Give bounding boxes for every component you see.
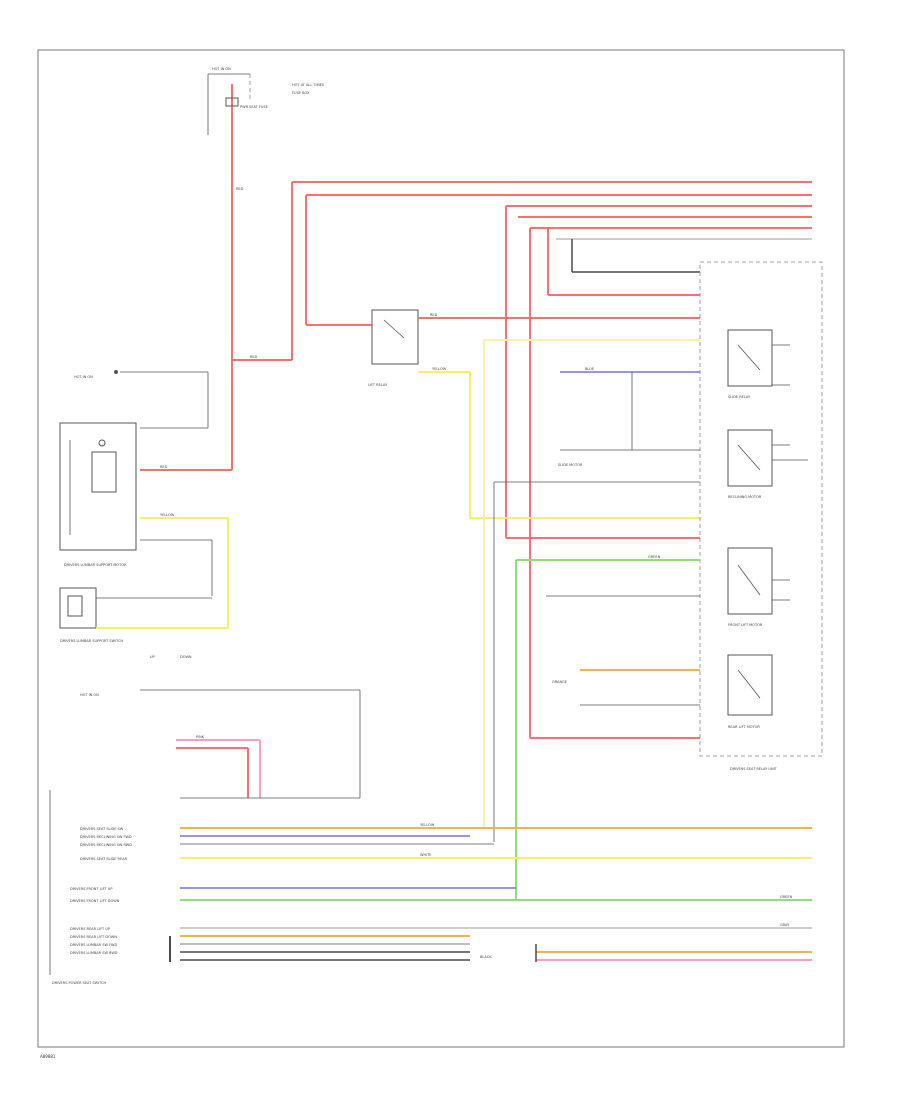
lumbar-motor-box bbox=[59, 422, 137, 551]
rear-lift-motor-label: REAR LIFT MOTOR bbox=[728, 725, 760, 729]
switch-row-label: DRIVERS REAR LIFT UP bbox=[70, 927, 110, 931]
lumbar-motor-group: DRIVERS LUMBAR SUPPORT MOTOR HOT IN ON Y… bbox=[59, 370, 229, 628]
lift-relay-box bbox=[371, 309, 419, 365]
top-red-bus bbox=[292, 181, 812, 739]
relay-unit-box bbox=[699, 261, 823, 757]
footer-code: A89881 bbox=[40, 1054, 56, 1059]
hot-in-on-label-3: HOT IN ON bbox=[80, 693, 99, 697]
rear-lift-relay-switch-icon bbox=[737, 669, 761, 699]
slide-relay-box bbox=[727, 329, 773, 387]
front-lift-relay-switch-icon bbox=[737, 564, 761, 596]
red-wire-label-mid: RED bbox=[250, 355, 258, 359]
gray-wire-label: GRAY bbox=[780, 923, 790, 927]
memory-feed: HOT IN ON PINK bbox=[80, 689, 361, 798]
relay-unit-group: DRIVERS SEAT RELAY UNIT SLIDE RELAY RECL… bbox=[699, 261, 823, 771]
blue-wire-label-slide: BLUE bbox=[585, 367, 594, 371]
reclining-relay-box bbox=[727, 429, 773, 487]
yellow-wire-label-switch: YELLOW bbox=[420, 823, 435, 827]
white-wire-label: WHITE bbox=[420, 853, 431, 857]
reclining-motor-label: RECLINING MOTOR bbox=[728, 495, 762, 499]
switch-row-label: DRIVERS SEAT SLIDE REAR bbox=[80, 857, 128, 861]
power-seat-fuse-label: PWR SEAT FUSE bbox=[240, 105, 268, 109]
front-lift-relay-box bbox=[727, 547, 773, 615]
red-wire-label-top: RED bbox=[236, 187, 244, 191]
switch-row-label: DRIVERS LUMBAR SW RWD bbox=[70, 951, 118, 955]
up-label: UP bbox=[150, 655, 155, 659]
motor-feeds: BLUE SLIDE MOTOR GREEN ORANGE bbox=[515, 367, 700, 900]
main-red-feed: RED RED RED bbox=[140, 110, 293, 471]
switch-row-label: DRIVERS RECLINING SW RWD bbox=[80, 843, 132, 847]
slide-motor-label: SLIDE MOTOR bbox=[558, 463, 583, 467]
lift-relay-switch-icon bbox=[383, 319, 405, 339]
lumbar-motor-switch-icon bbox=[91, 451, 117, 493]
switch-row-label: DRIVERS FRONT LIFT DOWN bbox=[70, 899, 120, 903]
lumbar-switch-label: DRIVERS LUMBAR SUPPORT SWITCH bbox=[60, 639, 124, 643]
yellow-wire-label-lumbar: YELLOW bbox=[160, 513, 175, 517]
switch-row-label: DRIVERS REAR LIFT DOWN bbox=[70, 935, 117, 939]
lumbar-motor-terminal-icon bbox=[98, 439, 106, 447]
red-wire-label-relay: RED bbox=[430, 313, 438, 317]
lumbar-switch-box bbox=[59, 587, 97, 629]
slide-relay-switch-icon bbox=[737, 344, 761, 371]
lumbar-switch-contact-icon bbox=[67, 595, 83, 617]
fuse-icon bbox=[225, 97, 239, 107]
lumbar-motor-label: DRIVERS LUMBAR SUPPORT MOTOR bbox=[64, 563, 127, 567]
seat-switch-group: DRIVERS POWER SEAT SWITCH YELLOW WHITE G… bbox=[49, 790, 812, 985]
diagram-frame bbox=[37, 49, 845, 1048]
lift-relay-label: LIFT RELAY bbox=[368, 383, 388, 387]
hot-in-on-label: HOT IN ON bbox=[212, 67, 231, 71]
slide-relay-label: SLIDE RELAY bbox=[728, 395, 751, 399]
hot-in-on-label-2: HOT IN ON bbox=[74, 375, 93, 379]
fuse-feed: HOT IN ON HOT AT ALL TIMES PWR SEAT FUSE… bbox=[207, 67, 325, 135]
ground-icon bbox=[114, 370, 118, 374]
switch-row-labels: DRIVERS SEAT SLIDE SW DRIVERS RECLINING … bbox=[70, 827, 132, 955]
black-wire-label: BLACK bbox=[480, 955, 492, 959]
orange-wire-label: ORANGE bbox=[552, 680, 567, 684]
switch-row-label: DRIVERS FRONT LIFT UP bbox=[70, 887, 112, 891]
seat-switch-label: DRIVERS POWER SEAT SWITCH bbox=[52, 981, 107, 985]
green-wire-label: GREEN bbox=[648, 555, 661, 559]
rear-lift-relay-box bbox=[727, 654, 773, 716]
yellow-feed bbox=[483, 339, 700, 842]
fuse-box-label: FUSE BOX bbox=[292, 91, 310, 95]
switch-row-label: DRIVERS LUMBAR SW FWD bbox=[70, 943, 117, 947]
lumbar-switch-group: DRIVERS LUMBAR SUPPORT SWITCH UP DOWN bbox=[59, 587, 228, 659]
green-wire-label-switch: GREEN bbox=[780, 895, 793, 899]
hot-at-all-times-label: HOT AT ALL TIMES bbox=[292, 83, 325, 87]
yellow-wire-label-relay: YELLOW bbox=[432, 367, 447, 371]
relay-unit-label: DRIVERS SEAT RELAY UNIT bbox=[730, 767, 778, 771]
lift-relay-group: LIFT RELAY RED YELLOW bbox=[368, 309, 700, 519]
pink-wire-label: PINK bbox=[196, 735, 205, 739]
reclining-relay-switch-icon bbox=[737, 444, 761, 471]
red-wire-label-lumbar: RED bbox=[160, 465, 168, 469]
down-label: DOWN bbox=[180, 655, 192, 659]
switch-row-label: DRIVERS RECLINING SW FWD bbox=[80, 835, 132, 839]
switch-row-label: DRIVERS SEAT SLIDE SW bbox=[80, 827, 124, 831]
front-lift-motor-label: FRONT LIFT MOTOR bbox=[728, 623, 763, 627]
